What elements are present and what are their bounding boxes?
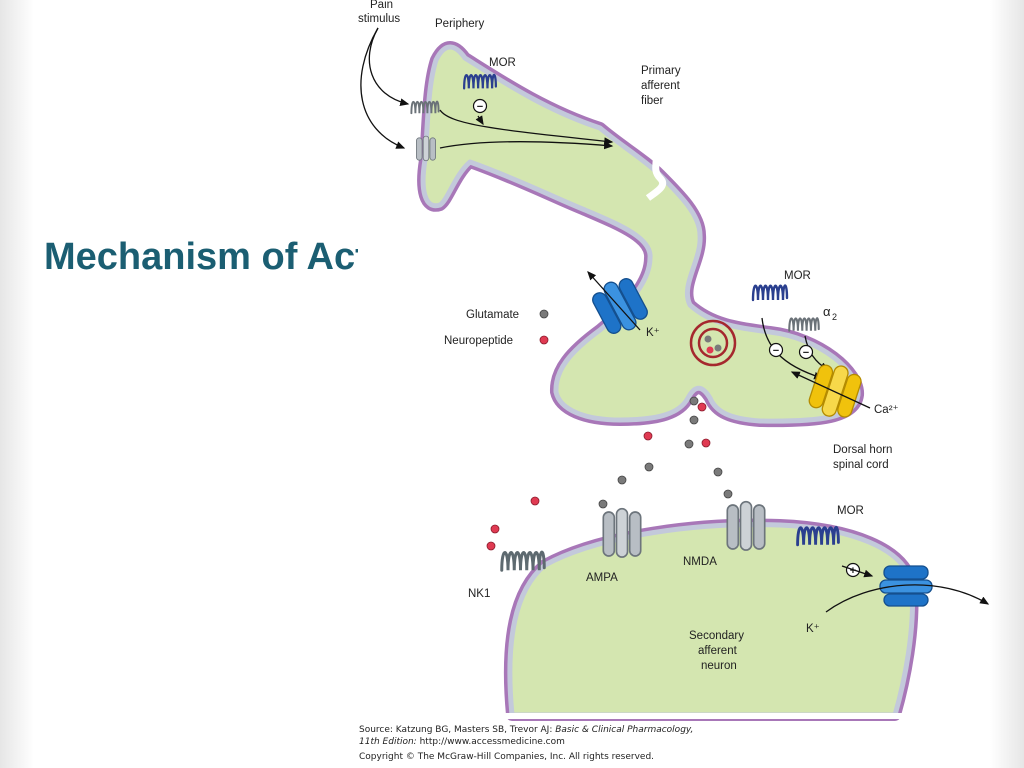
copyright-line: Copyright © The McGraw-Hill Companies, I… (359, 752, 654, 762)
pain-stimulus-label-line2: stimulus (358, 13, 400, 25)
periphery-label: Periphery (435, 18, 484, 30)
svg-text:−: − (773, 345, 779, 357)
secondary-afferent-neuron (500, 518, 920, 721)
slide-left-shading (0, 0, 34, 768)
ampa-receptor-icon (603, 509, 640, 557)
alpha2-label: α (823, 304, 831, 319)
calcium-influx-arrow (790, 371, 871, 409)
mor-postsynaptic-label: MOR (837, 505, 864, 517)
mor-top-label: MOR (489, 57, 516, 69)
source-citation-line1: Source: Katzung BG, Masters SB, Trevor A… (359, 725, 693, 735)
ampa-label: AMPA (586, 572, 618, 584)
primary-afferent-neuron (417, 41, 864, 428)
inhibition-sign-top: − (472, 98, 488, 114)
primary-afferent-label-line2: afferent (641, 80, 681, 92)
svg-text:−: − (477, 101, 483, 113)
pain-stimulus-label-line1: Pain (370, 0, 393, 11)
nmda-label: NMDA (683, 556, 717, 568)
k-plus-postsynaptic-label: K⁺ (806, 623, 820, 635)
primary-afferent-label-line3: fiber (641, 95, 664, 107)
svg-text:+: + (850, 565, 856, 577)
svg-text:−: − (803, 347, 809, 359)
k-channel-postsynaptic-icon (879, 565, 933, 607)
alpha2-subscript: 2 (832, 312, 837, 322)
dorsal-horn-label-line2: spinal cord (833, 459, 889, 471)
slide-right-shading (990, 0, 1024, 768)
k-efflux-arrow (587, 271, 641, 331)
inhibition-sign-mor: − (768, 342, 784, 358)
mor-activation-arrow (841, 565, 874, 578)
pain-stimulus-arrows (360, 27, 614, 150)
nmda-receptor-icon (727, 502, 764, 550)
k-plus-presynaptic-label: K⁺ (646, 327, 660, 339)
peripheral-ion-channel-icon (416, 136, 435, 161)
nk1-label: NK1 (468, 588, 490, 600)
secondary-neuron-label-line3: neuron (701, 660, 737, 672)
released-transmitters (486, 396, 733, 551)
neuropeptide-legend-label: Neuropeptide (444, 335, 513, 347)
calcium-label: Ca²⁺ (874, 404, 899, 416)
secondary-neuron-label-line1: Secondary (689, 630, 744, 642)
mor-presynaptic-label: MOR (784, 270, 811, 282)
glutamate-legend-label: Glutamate (466, 309, 519, 321)
k-channel-presynaptic-icon (592, 278, 648, 334)
source-citation-line2: 11th Edition: http://www.accessmedicine.… (359, 737, 565, 747)
secondary-neuron-label-line2: afferent (698, 645, 738, 657)
neuropeptide-legend-dot (539, 335, 549, 345)
glutamate-legend-dot (539, 309, 549, 319)
k-efflux-postsynaptic-arrow (825, 584, 990, 613)
dorsal-horn-label-line1: Dorsal horn (833, 444, 892, 456)
primary-afferent-label-line1: Primary (641, 65, 681, 77)
inhibition-sign-alpha2: − (798, 344, 814, 360)
synaptic-vesicle-icon (689, 319, 737, 367)
